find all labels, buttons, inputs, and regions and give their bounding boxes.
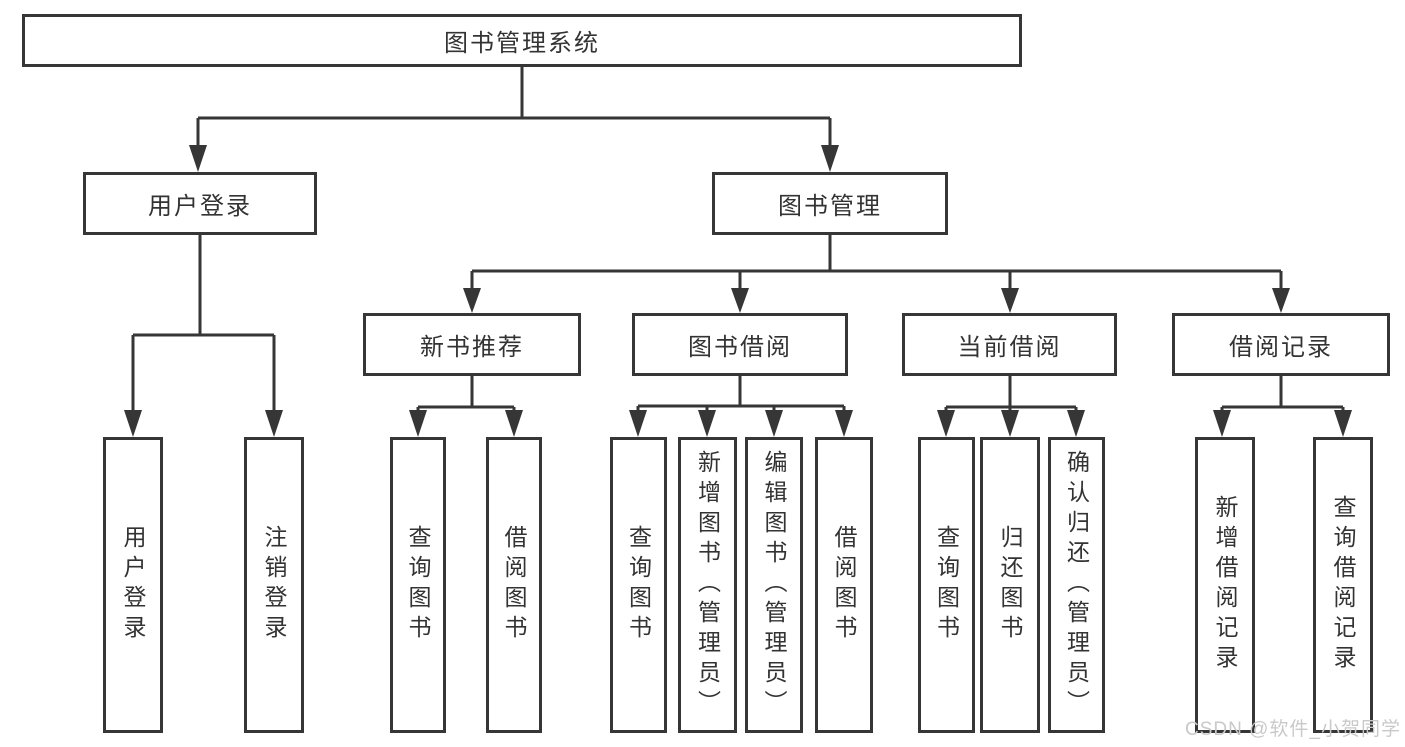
node-borrow-records-label: 借阅记录 xyxy=(1229,334,1333,361)
leaf-edit-books-admin-label: 编辑图书（管理员） xyxy=(761,450,787,720)
leaf-borrow-books-recommend-label: 借阅图书 xyxy=(501,525,527,645)
leaf-query-borrow-record: 查询借阅记录 xyxy=(1313,437,1373,733)
leaf-confirm-return-admin: 确认归还（管理员） xyxy=(1048,437,1105,733)
leaf-return-books-label: 归还图书 xyxy=(997,525,1023,645)
leaf-borrow-books-recommend: 借阅图书 xyxy=(486,437,542,733)
node-root-label: 图书管理系统 xyxy=(444,30,600,57)
leaf-user-login-label: 用户登录 xyxy=(120,525,146,645)
leaf-user-login: 用户登录 xyxy=(103,437,163,733)
leaf-query-books-recommend-label: 查询图书 xyxy=(405,525,431,645)
leaf-query-books-recommend: 查询图书 xyxy=(390,437,446,733)
node-current-borrow-label: 当前借阅 xyxy=(957,334,1062,361)
leaf-add-borrow-record: 新增借阅记录 xyxy=(1195,437,1255,733)
leaf-logout-label: 注销登录 xyxy=(261,525,287,645)
leaf-query-books-current: 查询图书 xyxy=(918,437,975,733)
connector-user-login xyxy=(131,235,276,412)
leaf-query-books-borrow-label: 查询图书 xyxy=(625,525,652,645)
node-new-book-recommend: 新书推荐 xyxy=(363,313,581,376)
node-new-book-recommend-label: 新书推荐 xyxy=(420,334,524,361)
leaf-confirm-return-admin-label: 确认归还（管理员） xyxy=(1063,450,1090,720)
leaf-query-books-borrow: 查询图书 xyxy=(610,437,667,733)
connector-current-borrow xyxy=(944,376,1078,412)
leaf-query-borrow-record-label: 查询借阅记录 xyxy=(1330,495,1356,675)
node-borrow-records: 借阅记录 xyxy=(1172,313,1390,376)
leaf-borrow-books: 借阅图书 xyxy=(815,437,873,733)
node-book-management-label: 图书管理 xyxy=(778,193,882,220)
node-current-borrow: 当前借阅 xyxy=(902,313,1117,376)
leaf-borrow-books-label: 借阅图书 xyxy=(831,525,857,645)
leaf-add-borrow-record-label: 新增借阅记录 xyxy=(1212,495,1238,675)
node-user-login-label: 用户登录 xyxy=(148,193,252,220)
connector-borrow-records xyxy=(1220,376,1345,412)
node-book-management: 图书管理 xyxy=(712,172,948,235)
node-book-borrow-label: 图书借阅 xyxy=(688,334,792,361)
leaf-add-books-admin-label: 新增图书（管理员） xyxy=(694,450,721,720)
connector-root xyxy=(196,67,832,147)
node-book-borrow: 图书借阅 xyxy=(632,313,848,376)
leaf-return-books: 归还图书 xyxy=(980,437,1040,733)
node-user-login: 用户登录 xyxy=(83,172,317,235)
connector-book-borrow xyxy=(636,376,846,412)
leaf-edit-books-admin: 编辑图书（管理员） xyxy=(745,437,803,733)
leaf-logout: 注销登录 xyxy=(244,437,304,733)
connector-book-mgmt xyxy=(470,235,1283,289)
arrowheads xyxy=(124,145,1352,437)
leaf-add-books-admin: 新增图书（管理员） xyxy=(678,437,737,733)
node-root: 图书管理系统 xyxy=(22,14,1022,67)
leaf-query-books-current-label: 查询图书 xyxy=(933,525,960,645)
connector-new-book xyxy=(416,376,516,412)
